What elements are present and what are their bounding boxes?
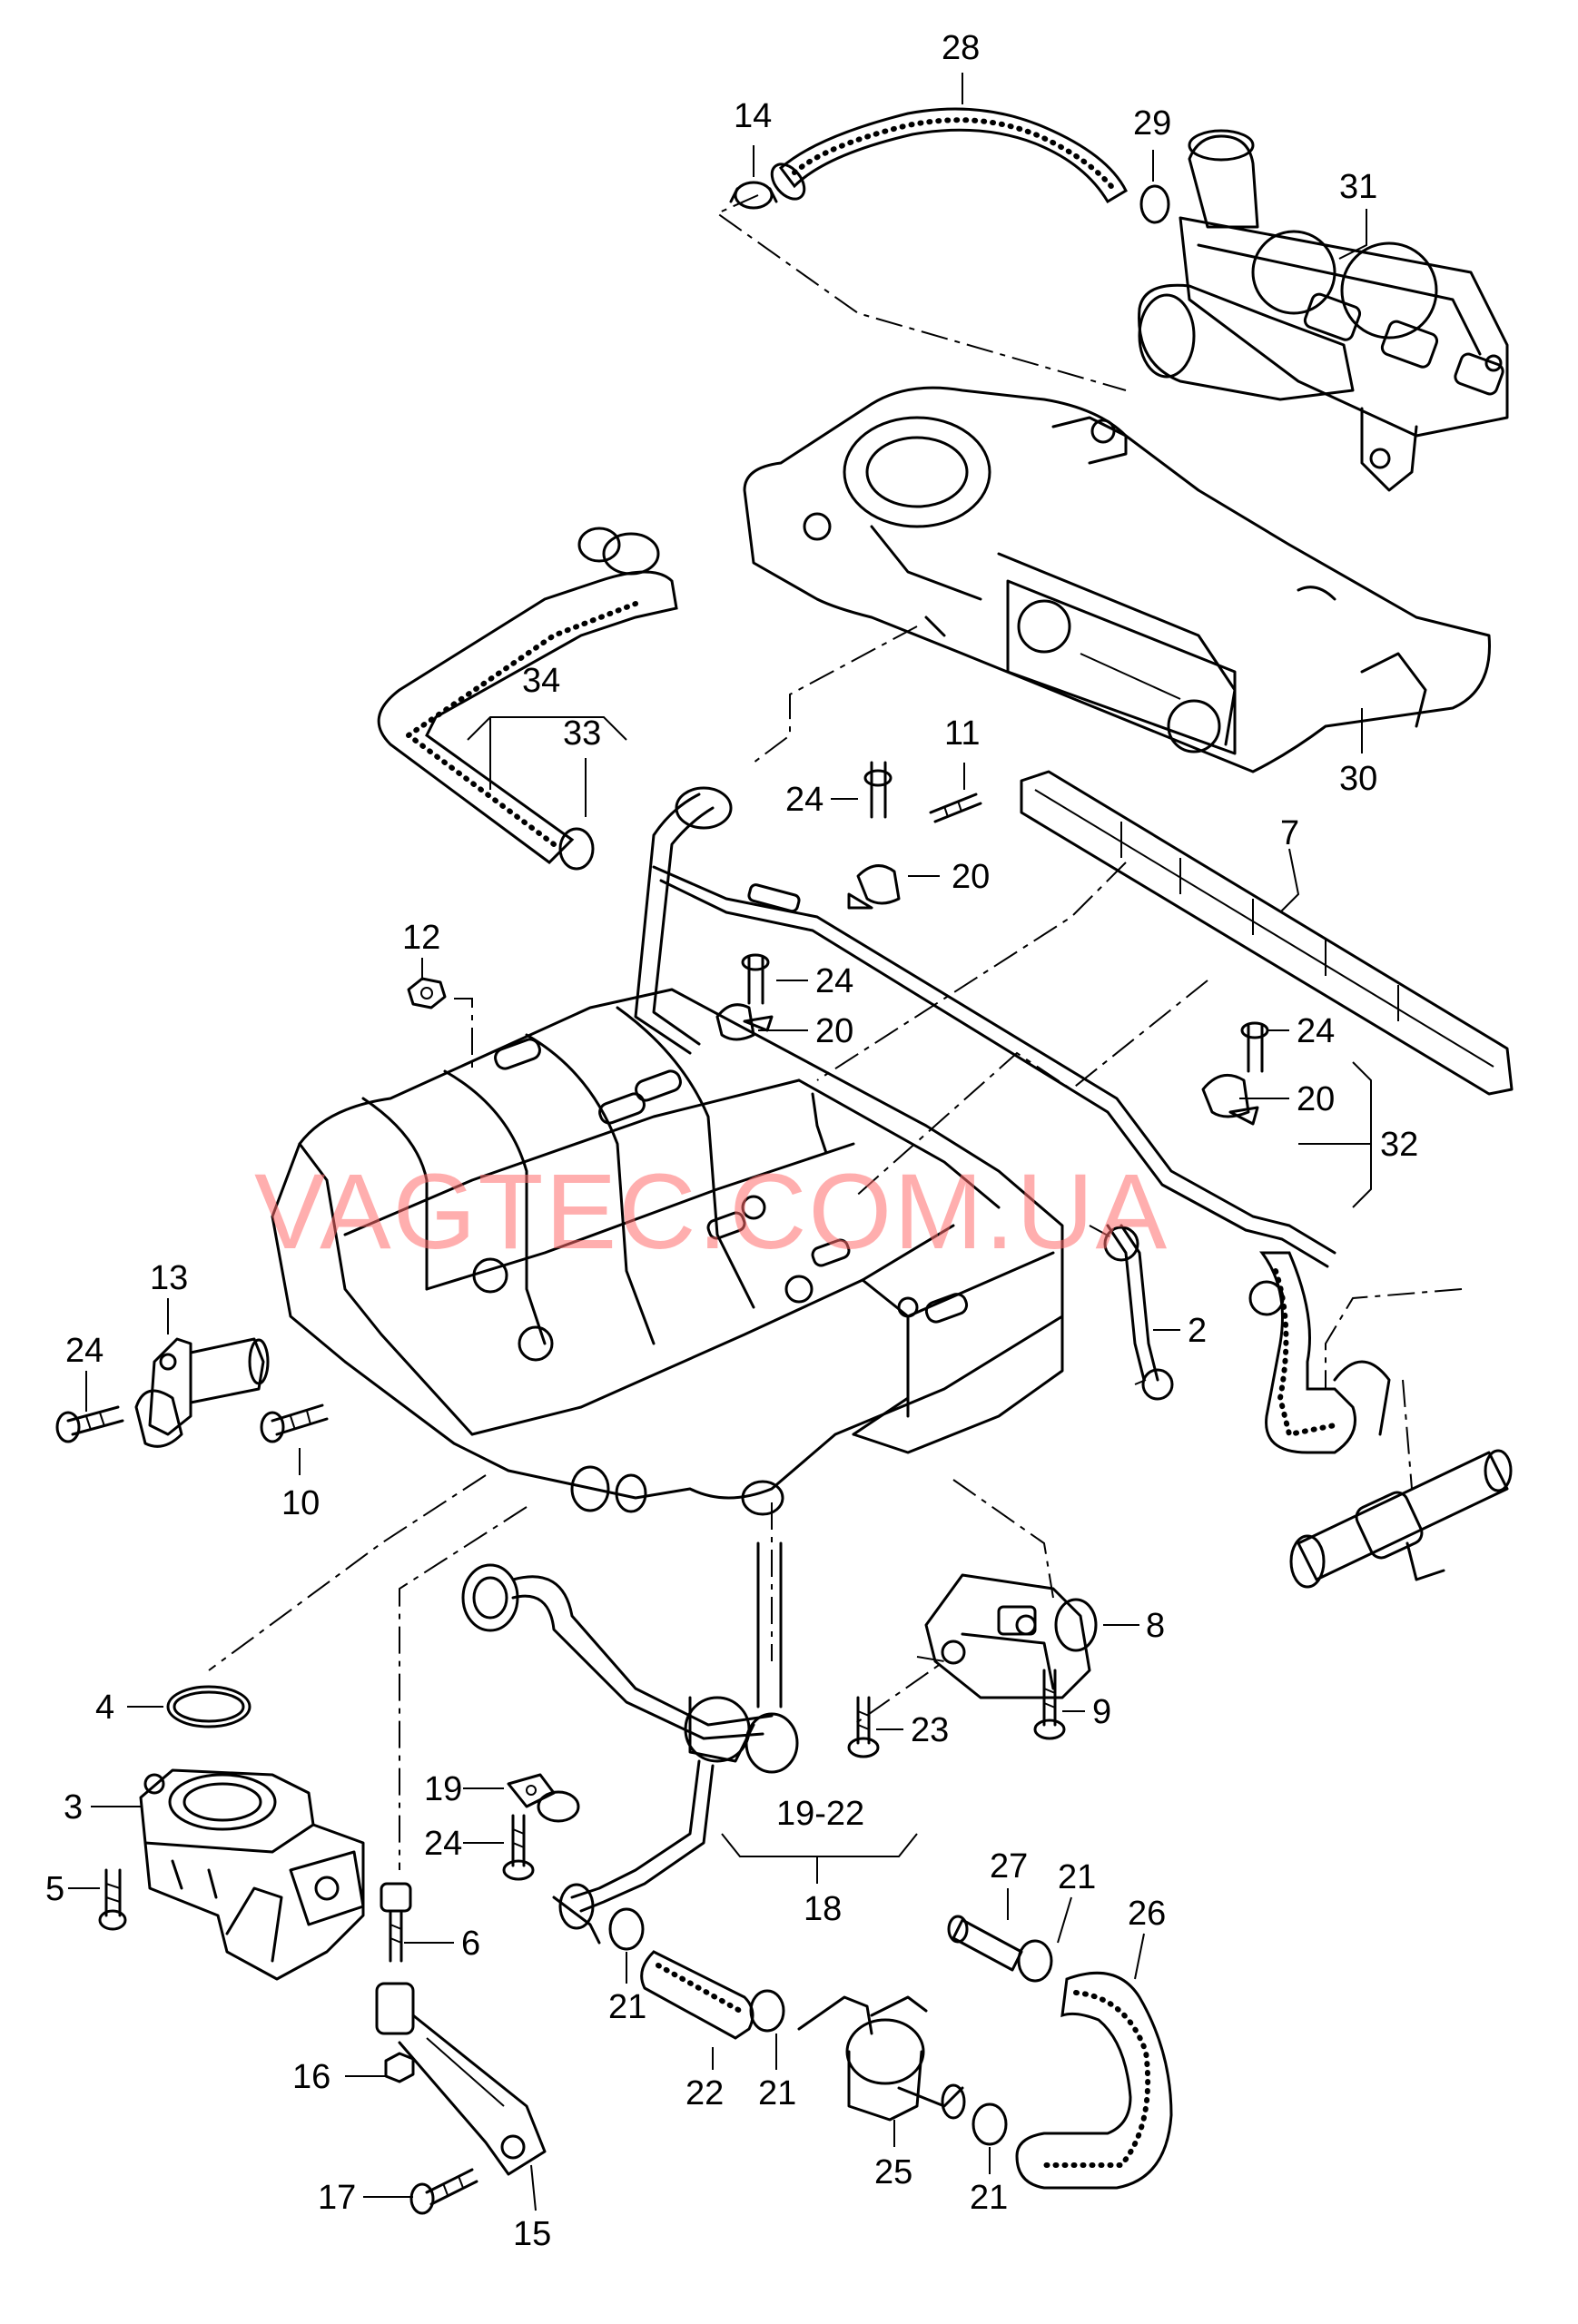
bolt-17	[409, 2168, 478, 2215]
callout-21c: 21	[758, 2074, 796, 2112]
clamp-14	[729, 181, 778, 210]
callout-22: 22	[685, 2074, 724, 2112]
callout-28: 28	[942, 29, 980, 67]
throttle-body-3	[139, 1768, 365, 1981]
hose-22	[640, 1950, 754, 2040]
bolt-10	[260, 1403, 329, 1443]
clamp-21-d	[1017, 1939, 1053, 1983]
bolt-23	[847, 1696, 880, 1758]
clamp-33	[558, 827, 595, 871]
stud-11	[929, 793, 982, 823]
turbo-manifold-31	[1138, 129, 1509, 492]
callout-21a: 21	[1058, 1858, 1096, 1896]
callout-4: 4	[95, 1689, 114, 1727]
callout-30: 30	[1339, 760, 1377, 798]
bolt-24-left	[55, 1405, 124, 1443]
callout-18: 18	[804, 1890, 842, 1928]
callout-15: 15	[513, 2215, 551, 2253]
callout-24c: 24	[1297, 1012, 1335, 1050]
callout-25: 25	[874, 2153, 912, 2191]
callout-27: 27	[990, 1847, 1028, 1886]
hose-26	[1015, 1971, 1173, 2190]
valve-25	[797, 1995, 966, 2122]
o-ring-4	[166, 1685, 251, 1728]
nut-16	[384, 2052, 415, 2083]
check-valve	[1289, 1449, 1513, 1589]
callout-5: 5	[45, 1870, 64, 1908]
bolt-5	[98, 1868, 127, 1931]
callout-13: 13	[150, 1259, 188, 1297]
bolt-24-lower	[502, 1814, 535, 1881]
callout-8: 8	[1146, 1607, 1165, 1645]
callout-31: 31	[1339, 168, 1377, 206]
bracket-20-mid	[715, 953, 774, 1041]
callout-33: 33	[563, 714, 601, 753]
breather-hose-34	[377, 527, 678, 864]
callout-23: 23	[911, 1711, 949, 1749]
callout-20a: 20	[952, 858, 990, 896]
callout-24e: 24	[424, 1825, 462, 1863]
callout-3: 3	[64, 1788, 83, 1827]
callout-11: 11	[944, 714, 980, 753]
callout-2: 2	[1188, 1312, 1207, 1350]
watermark: VAGTEC.COM.UA	[254, 1152, 1169, 1272]
callout-12: 12	[402, 919, 440, 957]
assembly-lines	[208, 194, 1463, 1870]
callout-21d: 21	[970, 2179, 1008, 2217]
gasket-7	[1020, 770, 1514, 1096]
clamp-21-a	[608, 1907, 645, 1951]
callout-19: 19	[424, 1770, 462, 1808]
callout-6: 6	[461, 1925, 480, 1963]
callout-24d: 24	[65, 1332, 104, 1370]
intake-manifold	[271, 988, 1064, 1516]
pipe-assembly-18	[461, 1541, 799, 1945]
bracket-15	[375, 1982, 547, 2176]
leader-lines	[68, 73, 1372, 2211]
pcv-hose-32	[1248, 1251, 1391, 1454]
clamp-21-b	[749, 1989, 785, 2033]
nut-12	[407, 977, 447, 1009]
callout-29: 29	[1133, 104, 1171, 143]
stud-6	[380, 1882, 412, 1963]
callout-10: 10	[281, 1484, 320, 1522]
pipe-27	[947, 1915, 1023, 1972]
callout-21b: 21	[608, 1988, 646, 2026]
bracket-20-right	[1201, 1021, 1269, 1126]
callout-labels: 28 14 29 31 30 34 33 11 24 20 7 12 24 20…	[45, 29, 1418, 2253]
callout-16: 16	[292, 2058, 330, 2096]
callout-19-22: 19-22	[776, 1795, 864, 1833]
clamp-21-c	[971, 2102, 1008, 2146]
pcv-pipe-32	[634, 786, 1336, 1268]
sensor-rod-2	[1089, 1224, 1174, 1401]
callout-24b: 24	[815, 962, 853, 1000]
clamp-29	[1139, 184, 1170, 224]
callout-26: 26	[1128, 1895, 1166, 1933]
hose-28	[770, 107, 1128, 204]
callout-7: 7	[1280, 814, 1299, 852]
callout-20c: 20	[1297, 1080, 1335, 1118]
actuator-8	[924, 1573, 1098, 1699]
callout-17: 17	[318, 2179, 356, 2217]
bracket-19	[507, 1773, 580, 1823]
callout-32: 32	[1380, 1126, 1418, 1164]
callout-20b: 20	[815, 1012, 853, 1050]
callout-14: 14	[734, 97, 772, 135]
callout-34: 34	[522, 662, 560, 700]
callout-9: 9	[1092, 1693, 1111, 1731]
callout-24a: 24	[785, 781, 824, 819]
bracket-20-top	[847, 761, 901, 910]
sensor-13	[134, 1337, 270, 1448]
valve-cover-30	[743, 386, 1491, 773]
bolt-9	[1033, 1669, 1066, 1740]
